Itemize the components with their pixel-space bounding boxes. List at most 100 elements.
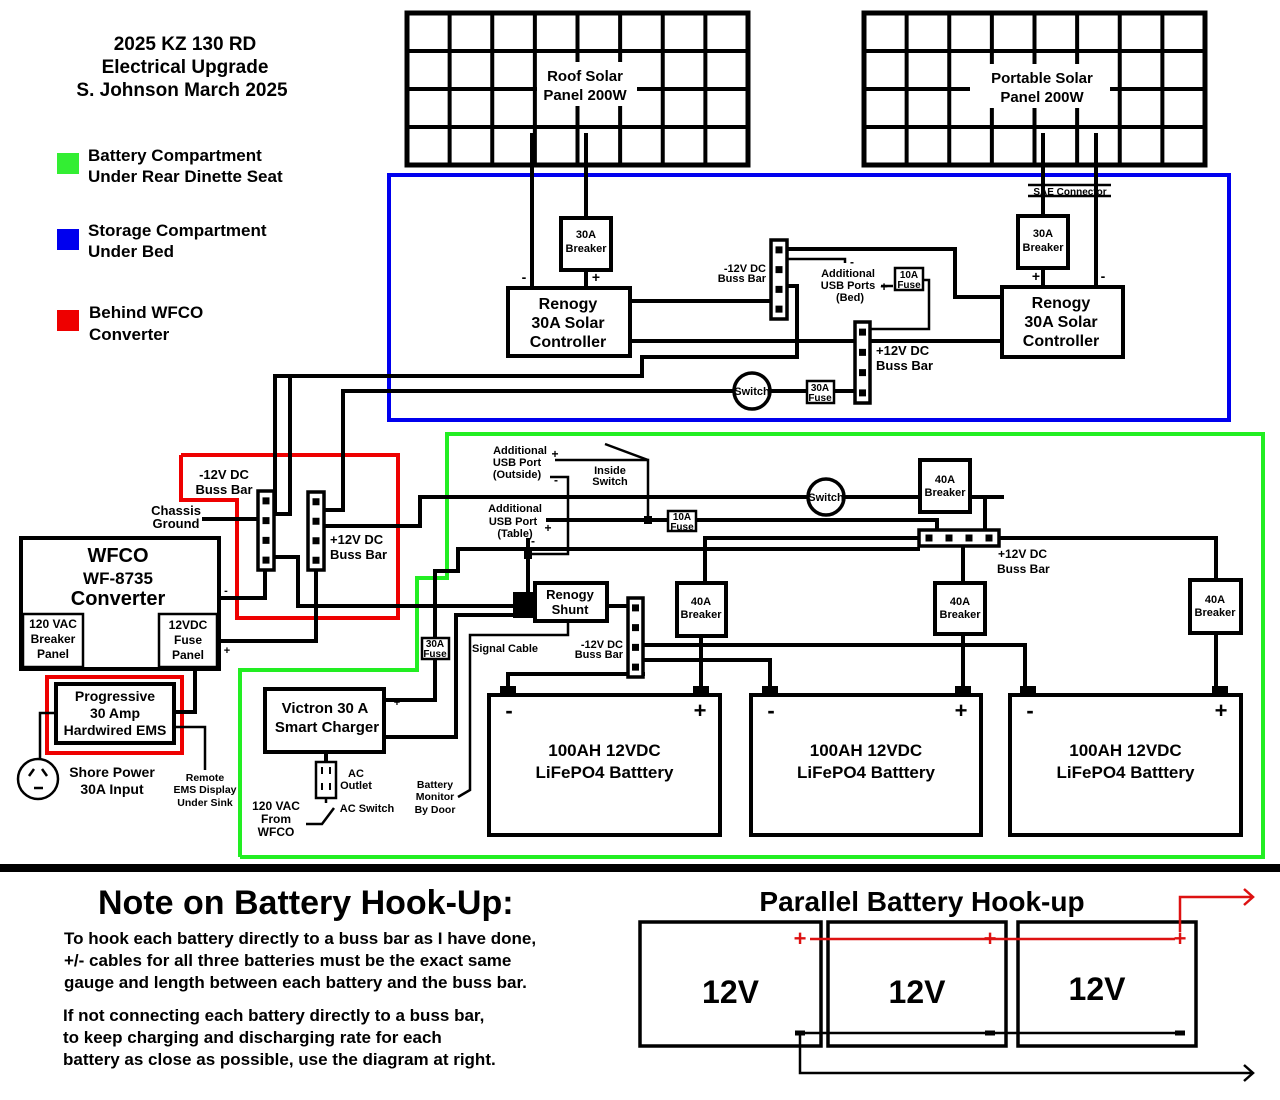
battery-wiring [306,442,1218,826]
breaker-label: 40A [1205,594,1225,606]
buss-bar-label: Buss Bar [876,358,933,373]
parallel-positive-output [1178,895,1252,932]
controller-label: 30A Solar [531,315,604,332]
breaker-label: Breaker [940,609,982,621]
ac-source-label: From [261,812,291,826]
buss-bar-body [306,490,326,572]
storage-breaker-right [1016,214,1070,270]
battery-case [1008,693,1243,837]
parallel-battery-label: 12V [702,974,760,1010]
buss-bar-body [769,238,789,321]
fuse-label: Fuse [670,522,694,533]
storage-fuse-30a [805,379,836,405]
buss-bar-terminal [775,305,783,313]
fuse-label: Fuse [808,393,832,404]
solar-controller-right [1000,285,1125,359]
shore-power-label: Shore Power [69,764,155,780]
parallel-title: Parallel Battery Hook-up [759,886,1084,917]
breaker-label: 40A [935,474,955,486]
buss-bar-terminal [775,266,783,274]
buss-bar-body [853,320,872,405]
usb-outside-label: Additional [493,445,547,457]
usb-outside-label: USB Port [493,457,542,469]
ac-breaker-panel [21,612,85,669]
title-line-3: S. Johnson March 2025 [76,80,288,101]
battery-switch[interactable] [806,477,846,517]
buss-bar-terminal [312,537,320,545]
controller-label: 30A Solar [1024,314,1097,331]
positive-arrow-icon [1243,888,1255,906]
remote-ems-label: EMS Display [173,784,236,796]
battery-positive-label: + [694,698,707,723]
battery-label: LiFePO4 Batttery [797,763,935,782]
battery-positive-label: + [1215,698,1228,723]
inside-switch-label: Inside [594,465,626,477]
title-line-1: 2025 KZ 130 RD [114,34,257,55]
parallel-battery-1 [638,920,823,1048]
battery-negative-label: - [505,698,512,723]
usb-outside-label: (Outside) [493,469,542,481]
usb-table-label: Additional [488,503,542,515]
fuse-label: 10A [673,512,691,523]
switch-label: Switch [734,386,770,398]
controller-label: Controller [530,334,606,351]
panel-label: 12VDC [169,618,208,632]
note-line: battery as close as possible, use the di… [63,1050,496,1069]
battery-negative-label: - [767,698,774,723]
battery-positive-label: + [955,698,968,723]
legend-battery-line-2: Under Rear Dinette Seat [88,167,283,186]
chassis-ground-label: Ground [153,516,200,531]
ac-source-label: 120 VAC [252,799,300,813]
note-line: to keep charging and discharging rate fo… [63,1028,442,1047]
note-line: To hook each battery directly to a buss … [64,929,537,948]
parallel-battery-label: 12V [889,974,947,1010]
buss-bar-body [917,528,1001,548]
breaker-label: Breaker [1195,607,1237,619]
battery-monitor-label: Monitor [416,791,455,803]
battery-positive-terminal [1212,686,1228,696]
remote-ems-label: Under Sink [177,797,233,809]
buss-bar-terminal [859,348,866,356]
storage-negative-buss-bar [769,238,789,321]
battery-label: LiFePO4 Batttery [1057,763,1195,782]
battery-fuse-10a [666,509,698,533]
zone-behind-wfco [179,453,400,620]
buss-bar-terminal [632,643,639,651]
wfco-positive-buss-bar [306,490,326,572]
shunt-terminal [513,592,535,618]
breaker-label: 30A [1033,228,1053,240]
polarity-label: + [224,645,230,657]
ac-outlet-label: Outlet [340,780,372,792]
polarity-label: + [394,697,400,709]
battery-label: 100AH 12VDC [548,741,660,760]
breaker-40a-battery-1 [675,581,728,638]
victron-smart-charger [263,687,386,754]
legend-battery-line-1: Battery Compartment [88,146,262,165]
dc-fuse-panel [157,612,219,669]
buss-bar-terminal [632,624,639,632]
legend-swatch-storage [57,229,79,250]
breaker-label: 40A [691,596,711,608]
storage-switch[interactable] [732,371,772,411]
polarity-label: - [554,473,558,487]
buss-bar-terminal [312,498,320,506]
section-divider [0,864,1280,872]
legend-wfco-line-1: Behind WFCO [89,303,203,322]
parallel-negative-output [798,1033,1252,1075]
buss-bar-label: +12V DC [330,532,384,547]
usb-bed-label: USB Ports [821,280,875,292]
battery-positive-buss-bar [917,528,1001,548]
converter-label: WF-8735 [83,569,153,588]
wfco-negative-buss-bar [256,489,276,572]
fuse-label: 30A [426,639,444,650]
battery-negative-terminal [762,686,778,696]
panel-label: 120 VAC [29,617,77,631]
fuse-label: Fuse [897,280,921,291]
legend-swatch-battery [57,153,79,174]
note-line: gauge and length between each battery an… [64,973,527,992]
buss-bar-terminal [312,556,320,564]
